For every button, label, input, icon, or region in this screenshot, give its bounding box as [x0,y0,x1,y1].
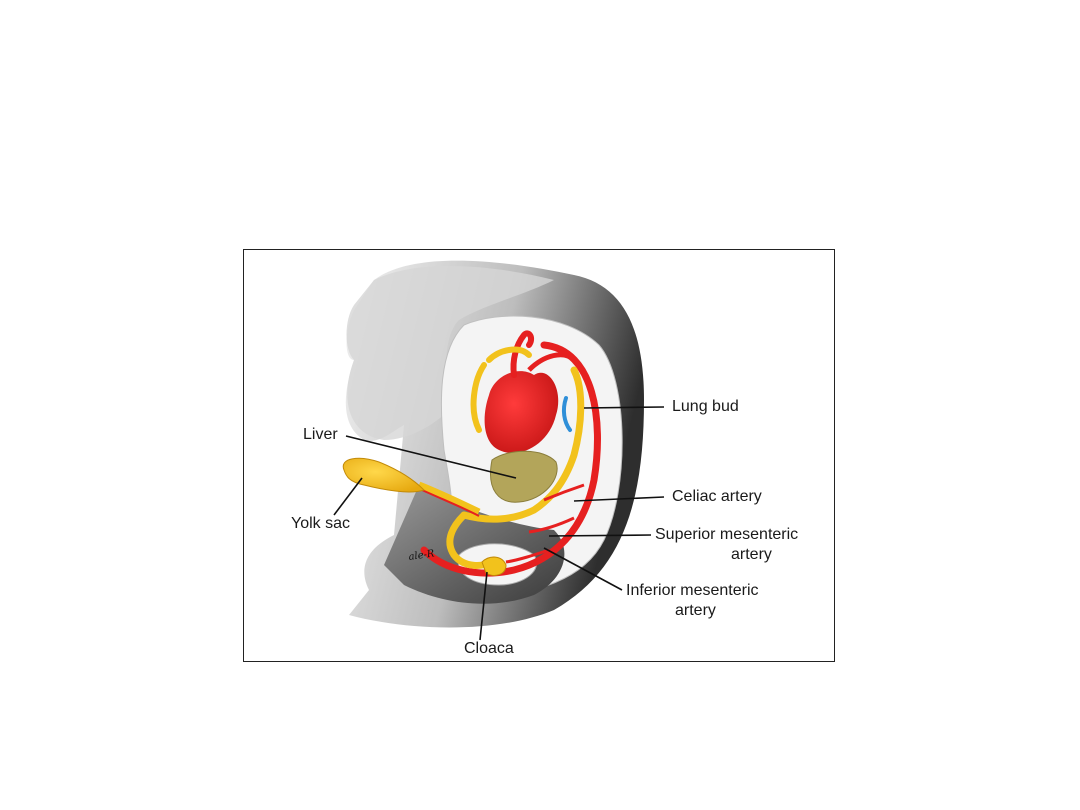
outflow-tract [510,330,535,378]
label-inferior-mesenteric-line1: Inferior mesenteric [626,582,759,599]
heart [484,371,559,454]
label-superior-mesenteric-line2: artery [731,546,772,563]
label-yolk-sac: Yolk sac [291,515,350,532]
embryo-diagram-figure: ale-R Lung bud Liver Celiac artery Yolk … [243,249,835,662]
label-celiac-artery: Celiac artery [672,488,762,505]
leader-cloaca [479,571,488,641]
vitelline-duct-inner [421,489,480,517]
celiac-branch [543,483,585,502]
label-inferior-mesenteric-line2: artery [675,602,716,619]
head-region [346,266,554,440]
embryo-illustration: ale-R [333,260,665,641]
label-superior-mesenteric-line1: Superior mesenteric [655,526,799,543]
leader-inferior-mesenteric [543,547,623,591]
lung-bud [561,396,572,432]
cloaca-shape [481,556,507,576]
leader-yolk-sac [333,477,363,516]
dorsal-aorta [420,341,601,577]
superior-mesenteric-branch [528,516,575,534]
inferior-mesenteric-branch [505,548,550,564]
esophagus-gut [460,366,585,523]
yolk-sac [342,457,425,493]
leader-superior-mesenteric [548,534,652,537]
label-lung-bud: Lung bud [672,398,739,415]
label-liver: Liver [303,426,338,443]
leader-lung-bud [583,406,665,409]
liver [490,450,558,503]
leader-liver [345,435,517,479]
aortic-arch [527,352,576,372]
leader-celiac [573,496,665,502]
artist-signature: ale-R [408,548,436,563]
vitelline-duct [417,481,481,516]
label-cloaca: Cloaca [464,640,514,657]
foregut [470,346,532,433]
